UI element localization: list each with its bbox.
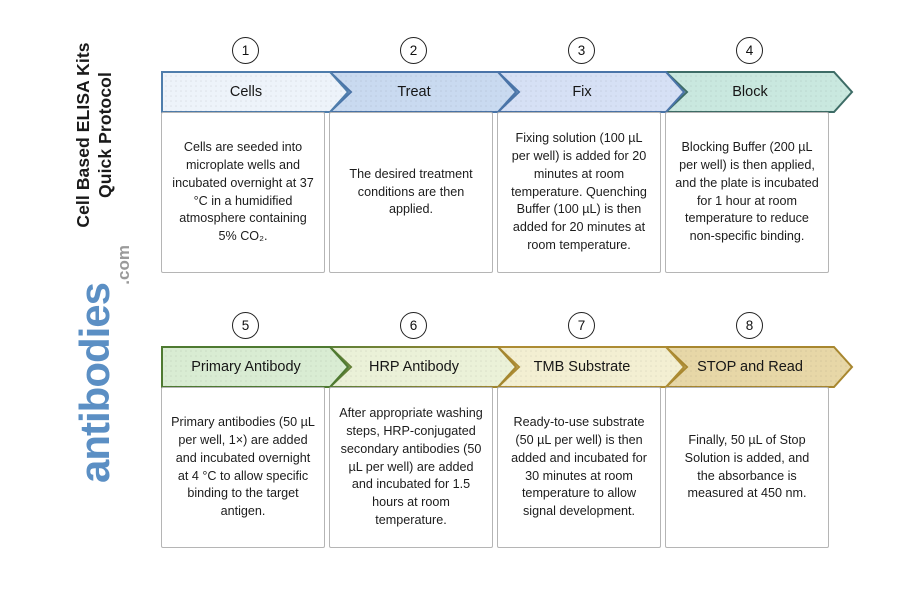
step-description: Ready-to-use substrate (50 µL per well) …: [511, 414, 647, 519]
step-description: Fixing solution (100 µL per well) is add…: [511, 130, 647, 253]
protocol-flow: 1 2 3 4 Cells Treat Fix Block Cells are …: [160, 0, 870, 594]
step-number: 5: [241, 318, 250, 333]
step-description-box: Blocking Buffer (200 µL per well) is the…: [665, 112, 829, 273]
step-number-badge: 8: [736, 312, 763, 339]
step-number: 3: [577, 43, 586, 58]
step-number-badge: 1: [232, 37, 259, 64]
page-title-line1: Cell Based ELISA Kits: [73, 42, 93, 228]
step-number-badge: 3: [568, 37, 595, 64]
step-number-badge: 6: [400, 312, 427, 339]
step-description: Primary antibodies (50 µL per well, 1×) …: [171, 414, 315, 519]
step-description: Finally, 50 µL of Stop Solution is added…: [684, 432, 810, 501]
step-description: Cells are seeded into microplate wells a…: [172, 139, 314, 244]
step-description-box: Cells are seeded into microplate wells a…: [161, 112, 325, 273]
antibodies-logo: antibodies .com: [66, 243, 133, 483]
step-description-box: Ready-to-use substrate (50 µL per well) …: [497, 387, 661, 548]
page-title-line2: Quick Protocol: [94, 72, 115, 198]
step-number-badge: 4: [736, 37, 763, 64]
step-number: 1: [241, 43, 250, 58]
chevron-texture: [330, 72, 516, 112]
step-description-box: Finally, 50 µL of Stop Solution is added…: [665, 387, 829, 548]
step-description-box: After appropriate washing steps, HRP-con…: [329, 387, 493, 548]
step-number-badge: 5: [232, 312, 259, 339]
step-description-box: Primary antibodies (50 µL per well, 1×) …: [161, 387, 325, 548]
chevron-texture: [162, 72, 348, 112]
step-number: 6: [409, 318, 418, 333]
step-number: 2: [409, 43, 418, 58]
step-number-badge: 7: [568, 312, 595, 339]
chevron-texture: [666, 72, 852, 112]
chevron-texture: [498, 72, 684, 112]
step-number: 7: [577, 318, 586, 333]
chevron-texture: [666, 347, 852, 387]
step-description: After appropriate washing steps, HRP-con…: [339, 405, 483, 528]
step-description-box: The desired treatment conditions are the…: [329, 112, 493, 273]
chevron-banner-row1: [161, 71, 854, 113]
chevron-texture: [330, 347, 516, 387]
chevron-texture: [162, 347, 348, 387]
chevron-banner-row2: [161, 346, 854, 388]
logo-suffix-text: .com: [114, 245, 133, 285]
page-title: Cell Based ELISA Kits Quick Protocol: [73, 35, 119, 235]
step-number-badge: 2: [400, 37, 427, 64]
step-number: 4: [745, 43, 754, 58]
step-number: 8: [745, 318, 754, 333]
chevron-texture: [498, 347, 684, 387]
step-description: The desired treatment conditions are the…: [349, 166, 473, 217]
step-description: Blocking Buffer (200 µL per well) is the…: [675, 139, 819, 244]
step-description-box: Fixing solution (100 µL per well) is add…: [497, 112, 661, 273]
